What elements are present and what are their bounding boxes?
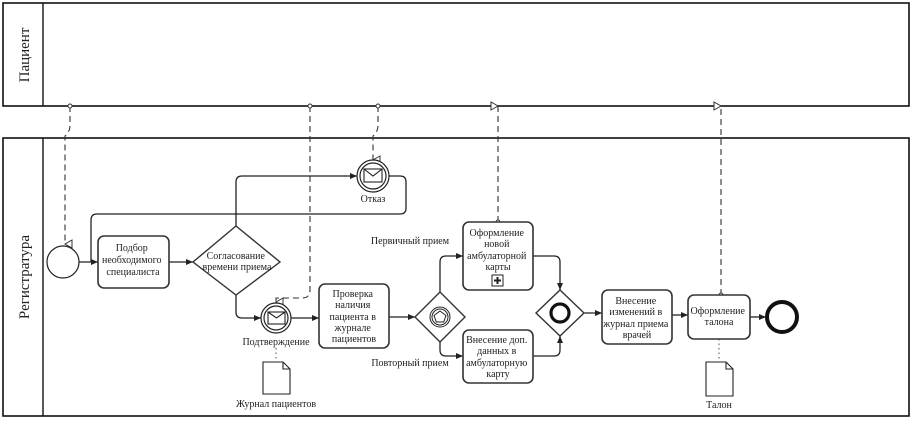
- subprocess-new-card[interactable]: Оформление новой амбулаторной карты: [462, 221, 534, 291]
- task-update-journal[interactable]: Внесение изменений в журнал приема враче…: [601, 289, 673, 345]
- event-refusal[interactable]: Отказ: [356, 159, 390, 205]
- gateway-event-based-diamond[interactable]: [414, 291, 466, 343]
- task-update-journal-box[interactable]: [601, 289, 673, 345]
- task-select-specialist[interactable]: Подбор необходимого специалиста: [97, 235, 170, 289]
- task-add-data-label: Внесение доп. данных в амбулаторную карт…: [466, 335, 530, 380]
- flow-add-data-to-join: [533, 336, 563, 357]
- event-confirmation-label: Подтверждение: [242, 337, 310, 348]
- data-object-journal-label: Журнал пациентов: [236, 399, 316, 410]
- start-event[interactable]: [46, 245, 80, 279]
- task-issue-ticket[interactable]: Оформление талона: [687, 294, 751, 340]
- collapsed-subprocess-plus-icon[interactable]: [491, 274, 504, 287]
- gateway-agree-time[interactable]: Согласование времени приема: [191, 225, 282, 296]
- data-object-ticket-label: Талон: [706, 400, 732, 411]
- flow-primary-visit: [439, 253, 463, 292]
- data-object-journal[interactable]: Журнал пациентов: [236, 361, 316, 410]
- pool-patient-border: [2, 2, 910, 107]
- flow-gateway-to-refusal: [235, 173, 357, 226]
- gateway-event-based-inner-ring: [431, 308, 449, 326]
- event-refusal-label: Отказ: [361, 194, 386, 205]
- sequence-flows: [79, 173, 766, 359]
- event-confirmation[interactable]: Подтверждение: [242, 302, 310, 348]
- document-icon[interactable]: [705, 361, 734, 397]
- circle-icon: [549, 302, 571, 324]
- gateway-event-based[interactable]: [414, 291, 466, 343]
- task-add-data[interactable]: Внесение доп. данных в амбулаторную карт…: [462, 329, 534, 384]
- envelope-icon: [267, 311, 286, 325]
- pentagon-icon: [433, 310, 447, 323]
- document-icon[interactable]: [262, 361, 291, 395]
- pool-patient: Пациент: [2, 2, 910, 107]
- start-event-circle[interactable]: [46, 245, 80, 279]
- task-check-journal-box[interactable]: [318, 283, 390, 349]
- task-check-journal[interactable]: Проверка наличия пациента в журнале паци…: [318, 283, 390, 349]
- flow-label-repeat: Повторный прием: [371, 358, 449, 369]
- message-flow-to-start: [63, 103, 73, 249]
- task-add-data-box[interactable]: [462, 329, 534, 384]
- task-update-journal-label: Внесение изменений в журнал приема враче…: [602, 296, 671, 341]
- envelope-icon: [363, 168, 383, 183]
- flow-repeat-visit: [439, 342, 463, 359]
- task-select-specialist-label: Подбор необходимого специалиста: [102, 243, 164, 278]
- pool-registry-label: Регистратура: [17, 235, 33, 320]
- data-object-ticket[interactable]: Талон: [705, 361, 734, 411]
- subprocess-new-card-box[interactable]: [462, 221, 534, 291]
- flow-label-primary: Первичный прием: [371, 236, 450, 247]
- task-select-specialist-box[interactable]: [97, 235, 170, 289]
- message-flow-to-confirmation: [274, 103, 313, 307]
- message-flows: [63, 101, 724, 307]
- task-check-journal-label: Проверка наличия пациента в журнале паци…: [330, 289, 379, 345]
- flow-gateway-to-confirmation: [235, 295, 261, 321]
- flow-refusal-loop-back: [90, 175, 407, 262]
- pool-patient-label: Пациент: [17, 27, 33, 82]
- end-event-circle[interactable]: [765, 300, 799, 334]
- gateway-agree-time-label: Согласование времени приема: [203, 251, 273, 273]
- task-issue-ticket-box[interactable]: [687, 294, 751, 340]
- task-issue-ticket-label: Оформление талона: [691, 306, 748, 328]
- gateway-inclusive[interactable]: [534, 289, 586, 337]
- gateway-agree-time-diamond[interactable]: [191, 225, 282, 296]
- message-flow-to-refusal: [371, 103, 381, 165]
- subprocess-new-card-label: Оформление новой амбулаторной карты: [467, 228, 529, 273]
- gateway-inclusive-diamond[interactable]: [534, 289, 586, 337]
- gateway-event-based-outer-ring: [429, 306, 451, 328]
- end-event[interactable]: [765, 300, 799, 334]
- flow-new-card-to-join: [533, 255, 563, 290]
